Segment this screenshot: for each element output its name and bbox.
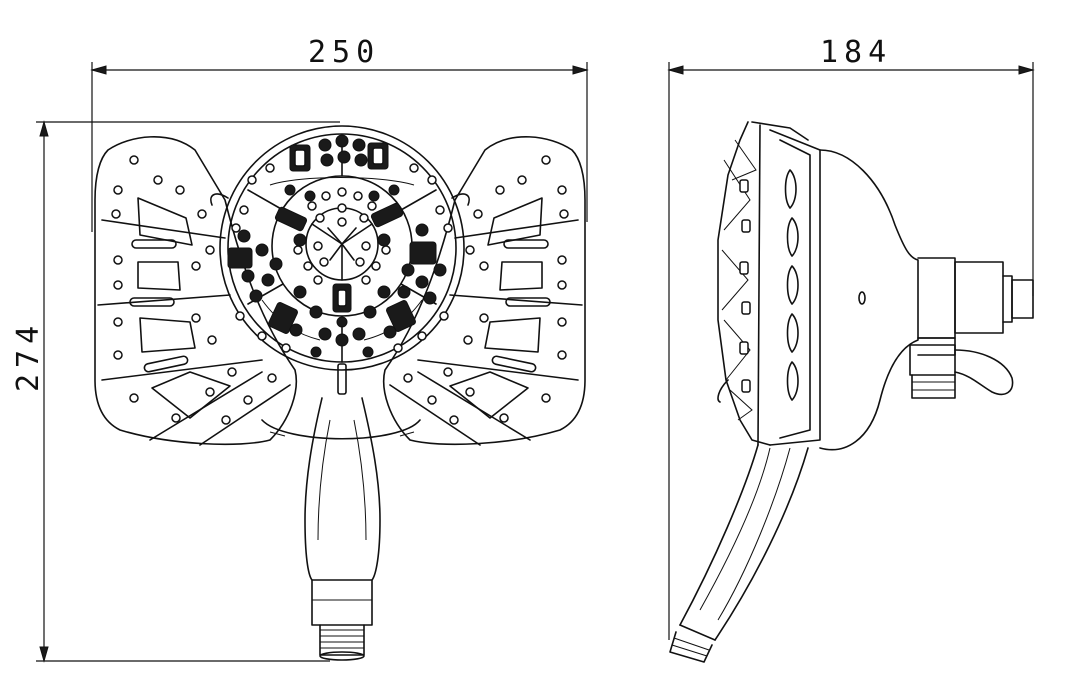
dimension-height-line bbox=[36, 120, 340, 663]
dimension-width-line bbox=[90, 62, 589, 232]
side-view bbox=[669, 121, 1034, 663]
front-dark-jets bbox=[237, 134, 447, 358]
front-handle bbox=[304, 397, 381, 661]
height-dimension-label: 274 bbox=[11, 319, 46, 392]
front-small-holes bbox=[111, 155, 569, 425]
depth-dimension-label: 184 bbox=[820, 35, 893, 70]
front-view bbox=[94, 125, 586, 661]
front-center-head bbox=[219, 125, 465, 395]
width-dimension-label: 250 bbox=[308, 35, 381, 70]
side-rear-housing bbox=[819, 149, 919, 451]
side-connector bbox=[909, 257, 1034, 399]
side-spray-face bbox=[717, 121, 821, 446]
front-right-wing bbox=[383, 136, 586, 446]
front-left-wing bbox=[94, 136, 297, 446]
dimension-depth-line bbox=[667, 62, 1035, 640]
side-handle bbox=[669, 444, 809, 663]
